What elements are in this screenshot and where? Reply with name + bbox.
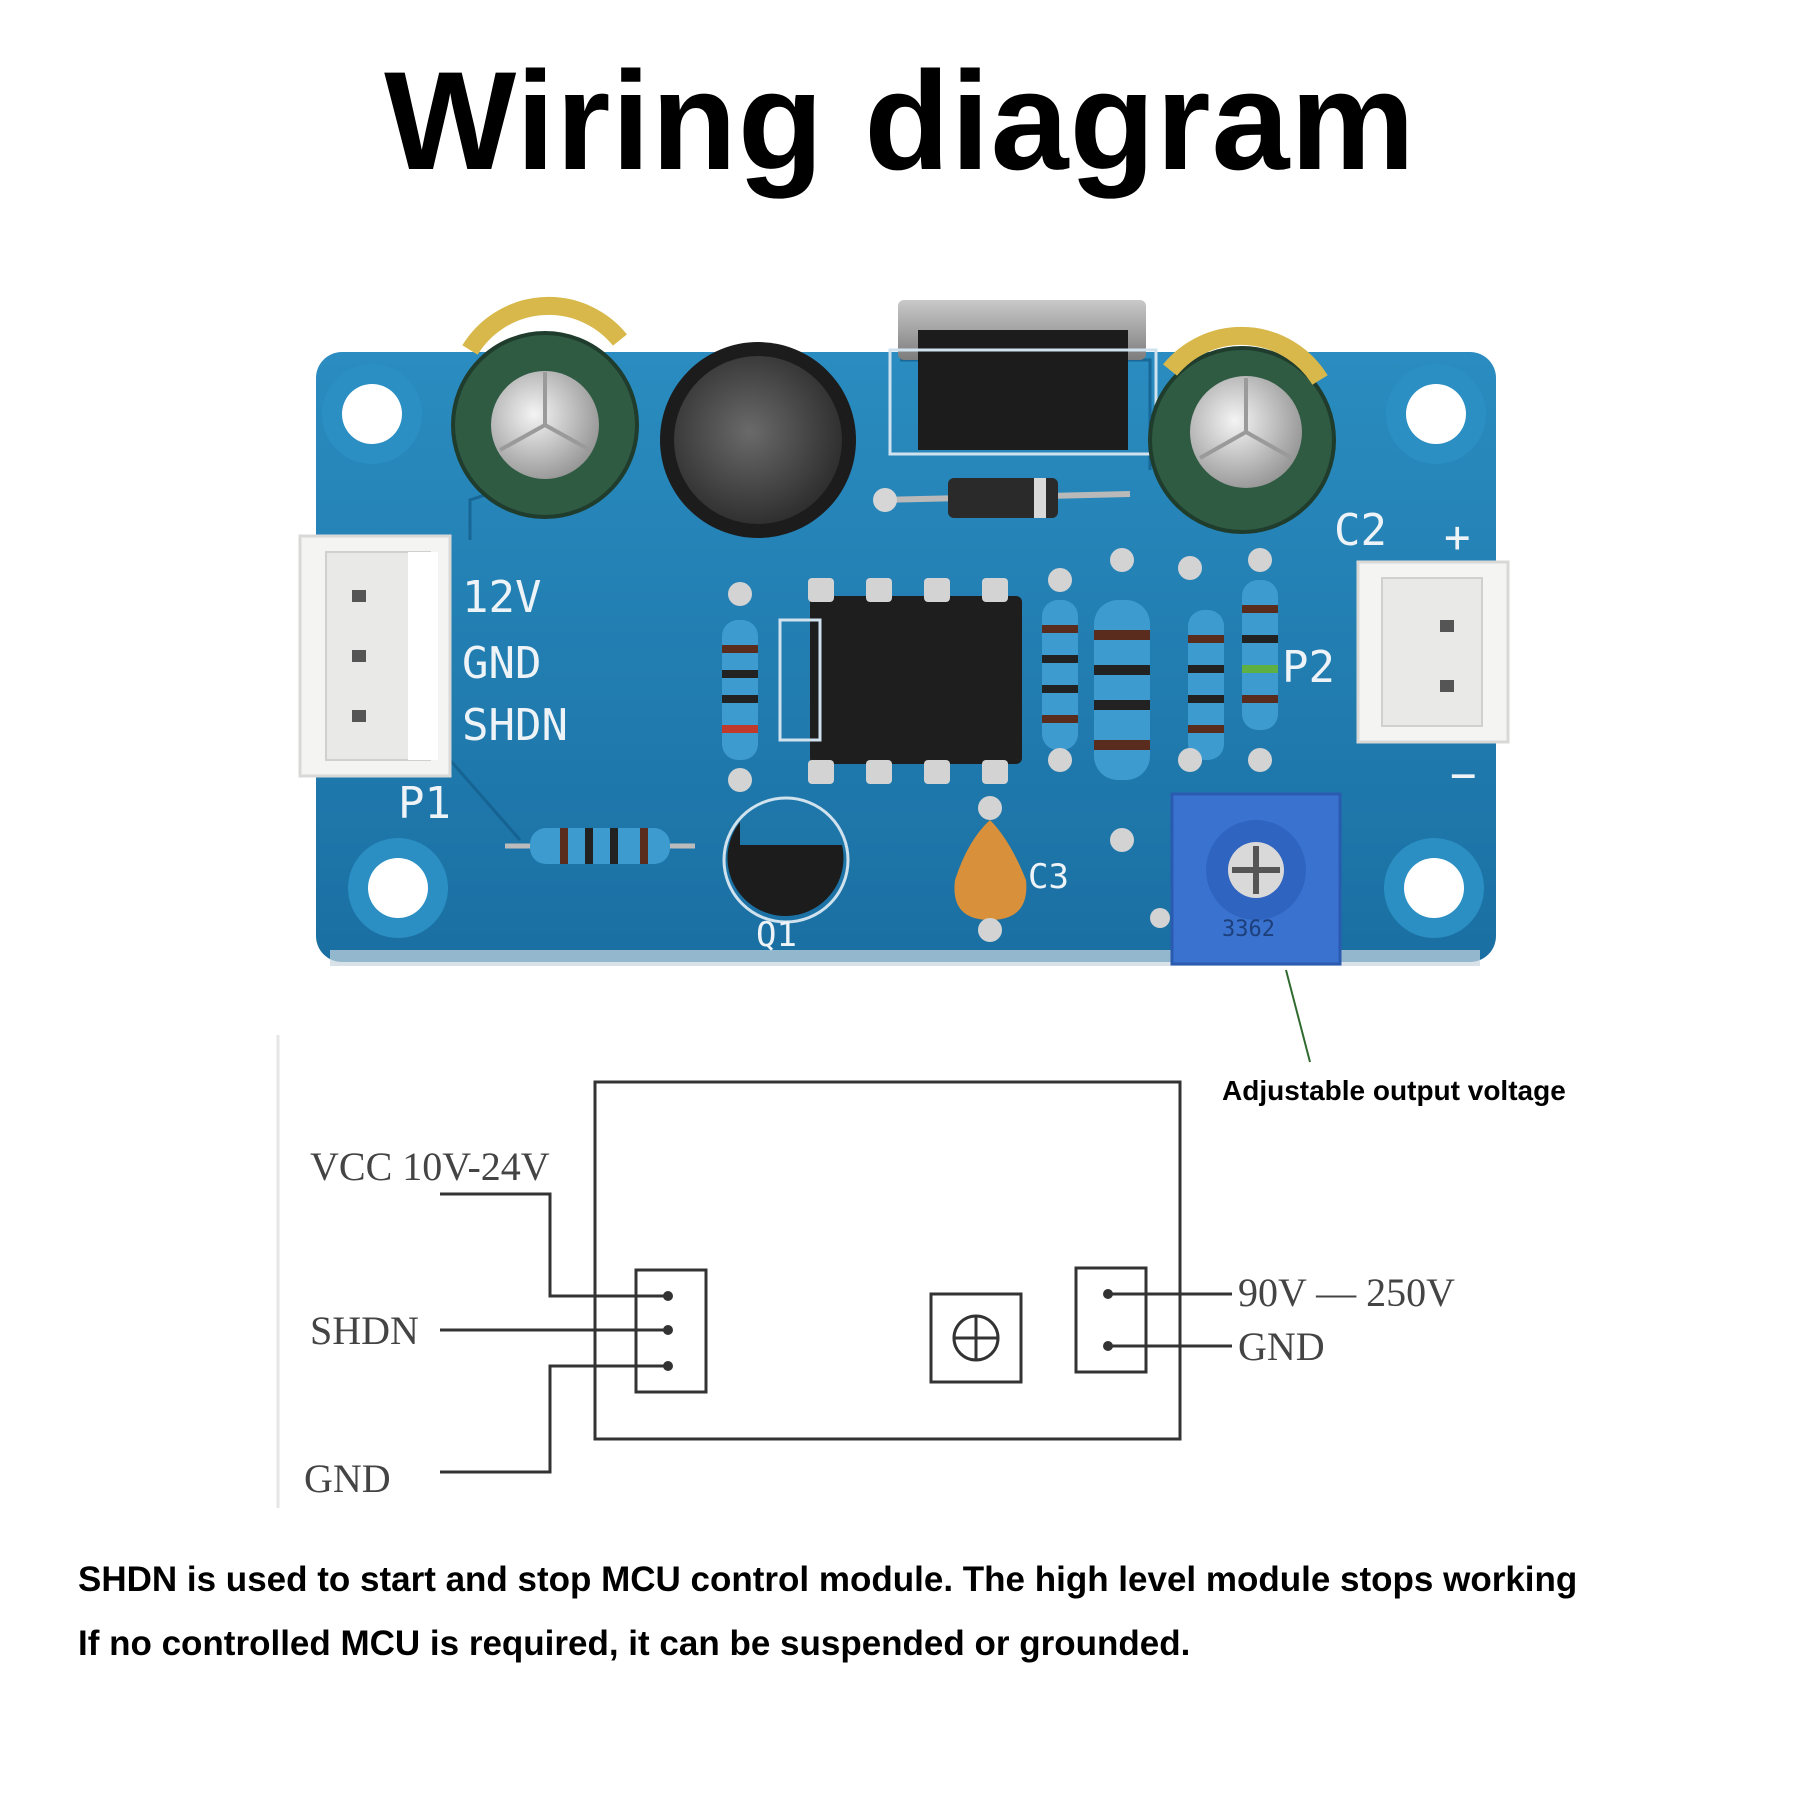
diode bbox=[873, 478, 1131, 518]
trimpot bbox=[1170, 792, 1342, 966]
page-title: Wiring diagram bbox=[384, 42, 1416, 199]
schematic-potentiometer bbox=[929, 1292, 1023, 1384]
ceramic-capacitor-c3 bbox=[954, 820, 1027, 920]
pcb-label-c3: C3 bbox=[1028, 857, 1069, 897]
pcb-label-p2: P2 bbox=[1282, 642, 1335, 693]
pcb-label-12v: 12V bbox=[462, 572, 541, 623]
wire-vcc bbox=[440, 1192, 668, 1298]
pcb-label-minus: − bbox=[1450, 750, 1477, 801]
controller-ic bbox=[778, 578, 1022, 784]
pcb-label-c2: C2 bbox=[1334, 505, 1387, 556]
schematic-output-connector bbox=[1074, 1266, 1148, 1374]
input-connector-p1 bbox=[298, 534, 452, 778]
pcb-label-plus: + bbox=[1444, 512, 1471, 563]
label-gnd-in: GND bbox=[304, 1456, 391, 1501]
pcb-label-p1: P1 bbox=[398, 778, 451, 829]
label-shdn: SHDN bbox=[310, 1308, 419, 1353]
label-vcc: VCC 10V-24V bbox=[310, 1144, 550, 1189]
output-capacitor bbox=[1148, 326, 1336, 534]
output-connector-p2 bbox=[1356, 560, 1510, 744]
trimpot-code: 3362 bbox=[1222, 917, 1275, 942]
pcb-label-q1: Q1 bbox=[756, 915, 797, 955]
label-output-voltage: 90V — 250V bbox=[1238, 1270, 1455, 1315]
mounting-holes bbox=[322, 364, 1486, 938]
resistors bbox=[505, 580, 1278, 864]
inductor bbox=[660, 342, 856, 538]
pcb-label-shdn: SHDN bbox=[462, 700, 568, 751]
transistor-q1 bbox=[722, 796, 850, 924]
pcb-label-gnd: GND bbox=[462, 638, 541, 689]
note-line-1: SHDN is used to start and stop MCU contr… bbox=[78, 1560, 1578, 1599]
label-gnd-out: GND bbox=[1238, 1324, 1325, 1369]
input-capacitor bbox=[451, 296, 639, 519]
module-outline bbox=[593, 1080, 1182, 1441]
power-transistor bbox=[888, 300, 1158, 456]
note-line-2: If no controlled MCU is required, it can… bbox=[78, 1624, 1191, 1663]
callout-adjustable-output-voltage: Adjustable output voltage bbox=[1222, 1075, 1566, 1106]
wire-gnd-in bbox=[440, 1364, 668, 1474]
